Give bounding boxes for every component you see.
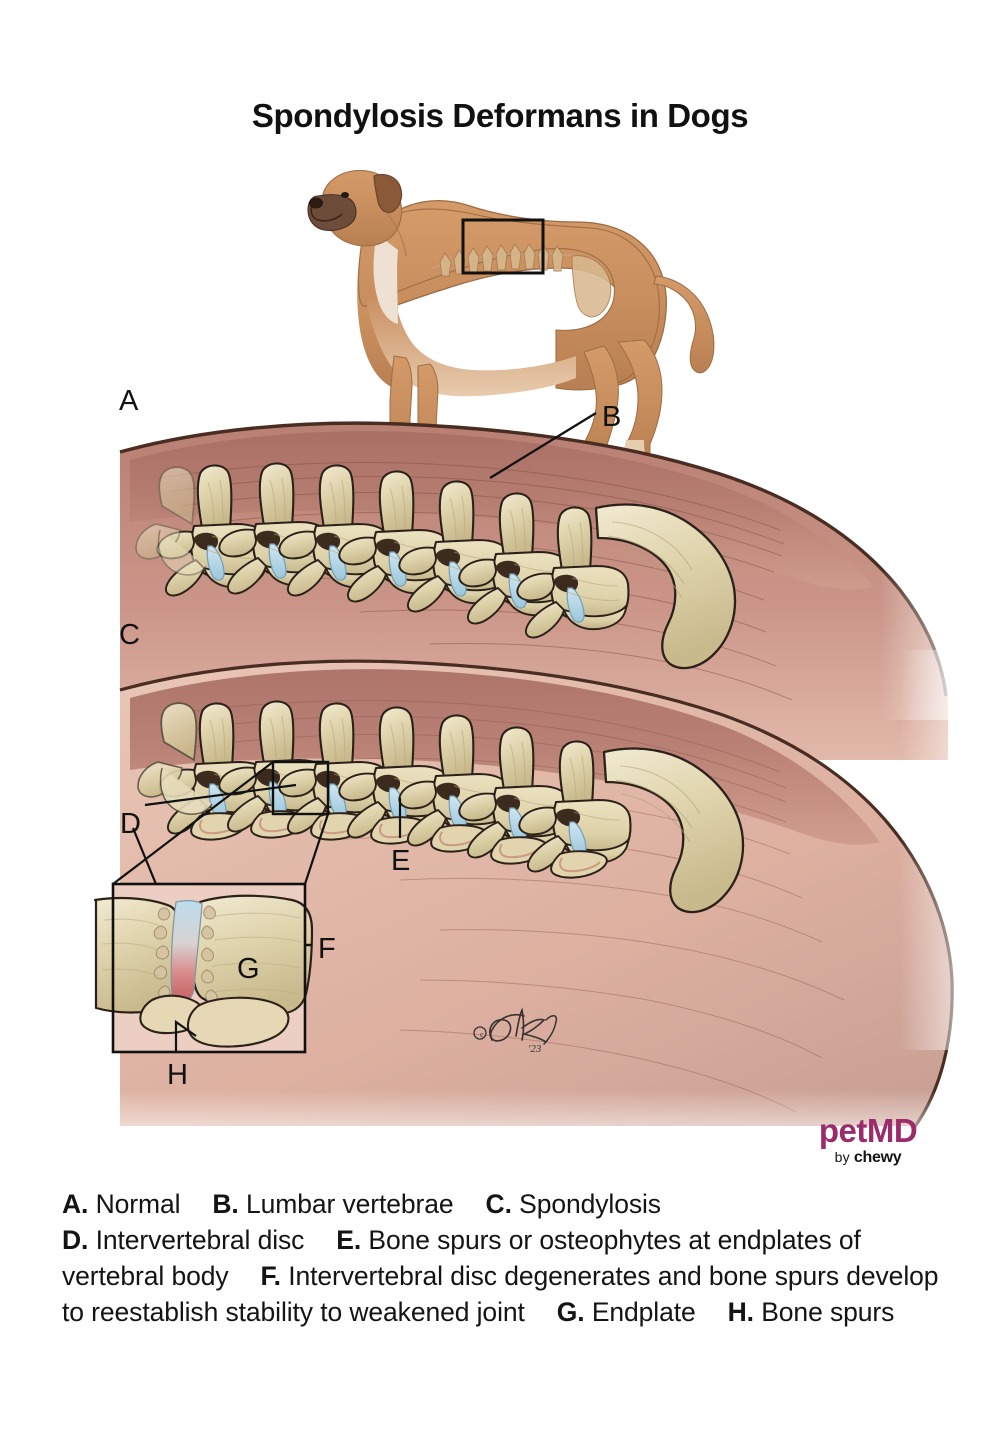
byline-prefix: by [834,1149,850,1165]
bone-spur-right [186,996,290,1048]
legend-item-b: B. Lumbar vertebrae [212,1189,453,1219]
inset-frame [111,882,307,1054]
leader-line-b [489,412,597,479]
legend-item-c: C. Spondylosis [486,1189,661,1219]
svg-text:c: c [480,1030,484,1039]
artist-signature: c '23 [473,1007,558,1055]
legend-letter-f: F. [260,1261,282,1291]
dog-spine-highlight-box [461,218,545,275]
legend-text-c: Spondylosis [519,1189,661,1219]
degenerated-disc [170,900,203,1003]
figure-label-d: D [120,808,141,840]
figure-label-a: A [119,385,139,417]
vertebrae-spondylosis [137,700,632,879]
magnified-inset [93,882,314,1054]
sacrum-pelvis-c [602,747,745,914]
figure-label-g: G [237,953,260,985]
legend-letter-h: H. [727,1297,754,1327]
petmd-wordmark: petMD [818,1112,918,1149]
legend-text-h: Bone spurs [761,1297,895,1327]
legend-text-g: Endplate [591,1297,696,1327]
leader-line-h [174,1019,197,1053]
legend-letter-a: A. [62,1189,89,1219]
figure-label-h: H [167,1059,188,1091]
figure-label-b: B [602,401,622,433]
petmd-logo: petMD by chewy [793,1114,943,1166]
legend-item-h: H. Bone spurs [728,1297,895,1327]
legend-text-e: Bone spurs or osteophytes at endplates o… [62,1225,861,1291]
legend-text-a: Normal [95,1189,181,1219]
sacrum-pelvis-a [594,503,737,670]
legend-letter-b: B. [212,1189,239,1219]
legend-letter-g: G. [556,1297,585,1327]
legend-item-f: F. Intervertebral disc degenerates and b… [62,1261,938,1327]
legend-item-d: D. Intervertebral disc [62,1225,304,1255]
legend-letter-e: E. [336,1225,362,1255]
page-title: Spondylosis Deformans in Dogs [251,97,749,134]
chewy-wordmark: chewy [853,1149,902,1166]
petmd-byline: by chewy [793,1150,943,1166]
legend-text-d: Intervertebral disc [95,1225,305,1255]
panel-c-spondylosis-spine [0,650,1000,1160]
legend-letter-c: C. [485,1189,512,1219]
legend-text-f: Intervertebral disc degenerates and bone… [62,1261,939,1327]
zoom-connector-top [112,761,274,885]
legend-text-b: Lumbar vertebrae [245,1189,454,1219]
legend-item-a: A. Normal [62,1189,180,1219]
legend-letter-d: D. [62,1225,89,1255]
figure-label-c: C [119,619,140,651]
svg-text:'23: '23 [528,1043,542,1055]
leader-line-d-spine [144,783,297,807]
zoom-connector-bottom [303,813,330,885]
figure-label-e: E [391,845,411,877]
legend-item-g: G. Endplate [557,1297,696,1327]
vertebrae-normal [135,462,630,639]
legend-item-e: E. Bone spurs or osteophytes at endplate… [62,1225,861,1291]
figure-label-f: F [318,933,336,965]
legend: A. Normal B. Lumbar vertebrae C. Spondylos… [62,1186,952,1330]
